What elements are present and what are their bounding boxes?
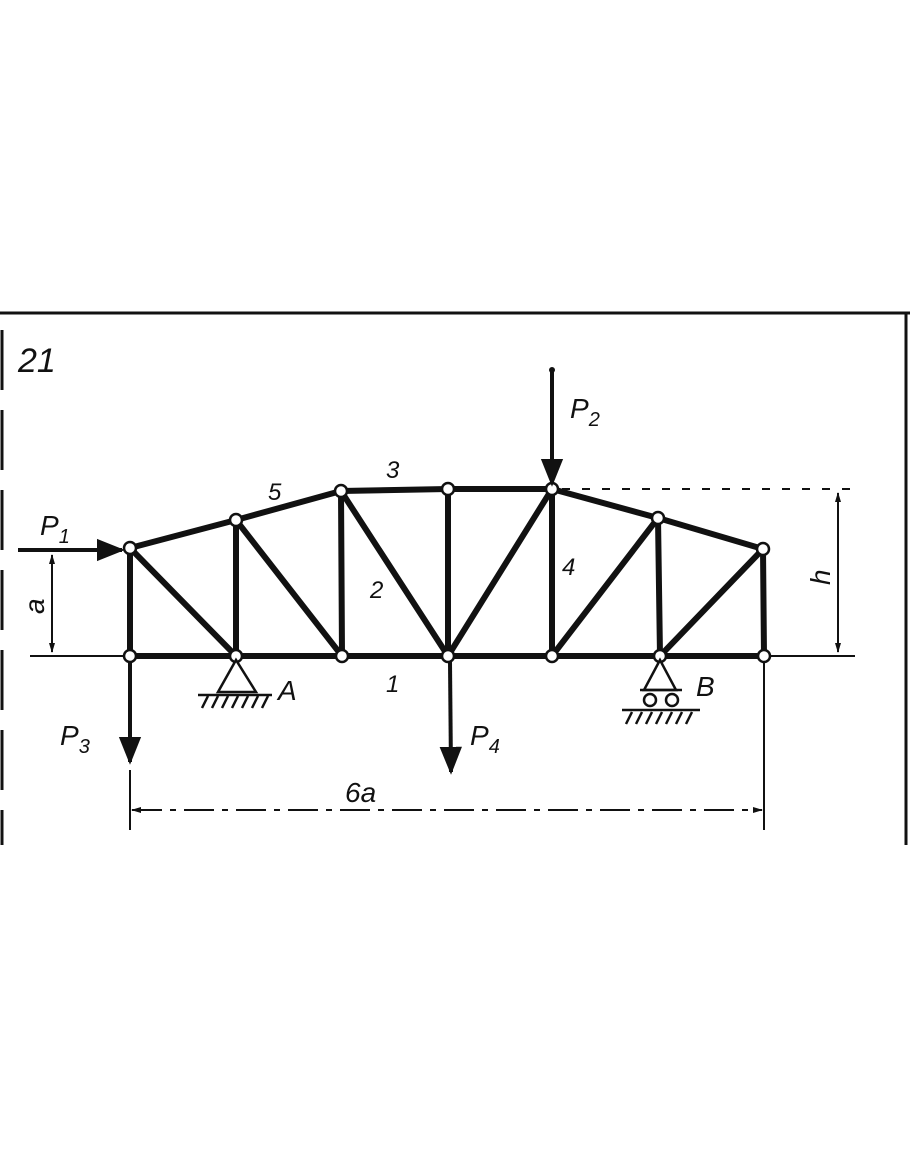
truss-members <box>127 486 767 659</box>
diagonal <box>233 517 345 659</box>
diagonal <box>445 486 555 659</box>
force-p1-label: P1 <box>40 510 70 548</box>
force-arrows <box>18 370 564 775</box>
member-5-label: 5 <box>268 479 282 506</box>
dimension-lines <box>30 488 855 830</box>
diagonal <box>657 546 766 659</box>
force-p4-arrow <box>439 661 462 775</box>
support-b-label: B <box>696 671 715 702</box>
roller-support-b <box>622 657 700 725</box>
vertical <box>338 488 345 659</box>
diagonal <box>549 515 661 659</box>
problem-number: 21 <box>17 342 56 380</box>
force-p2-label: P2 <box>570 393 600 431</box>
support-a-label: A <box>276 675 297 706</box>
dimension-h-label: h <box>805 569 836 585</box>
pin-support-a <box>198 657 272 709</box>
vertical <box>655 515 663 659</box>
diagonal <box>127 545 239 659</box>
member-3-label: 3 <box>386 457 400 484</box>
diagonal <box>338 488 451 659</box>
vertical <box>760 546 767 659</box>
joints <box>122 481 772 664</box>
force-p3-label: P3 <box>60 720 90 758</box>
member-4-label: 4 <box>562 554 575 581</box>
force-p4-label: P4 <box>470 720 500 758</box>
dimension-span-label: 6a <box>345 777 376 808</box>
frame <box>0 311 910 845</box>
dimension-a-label: a <box>19 598 50 614</box>
member-2-label: 2 <box>369 577 383 604</box>
member-1-label: 1 <box>386 671 399 698</box>
